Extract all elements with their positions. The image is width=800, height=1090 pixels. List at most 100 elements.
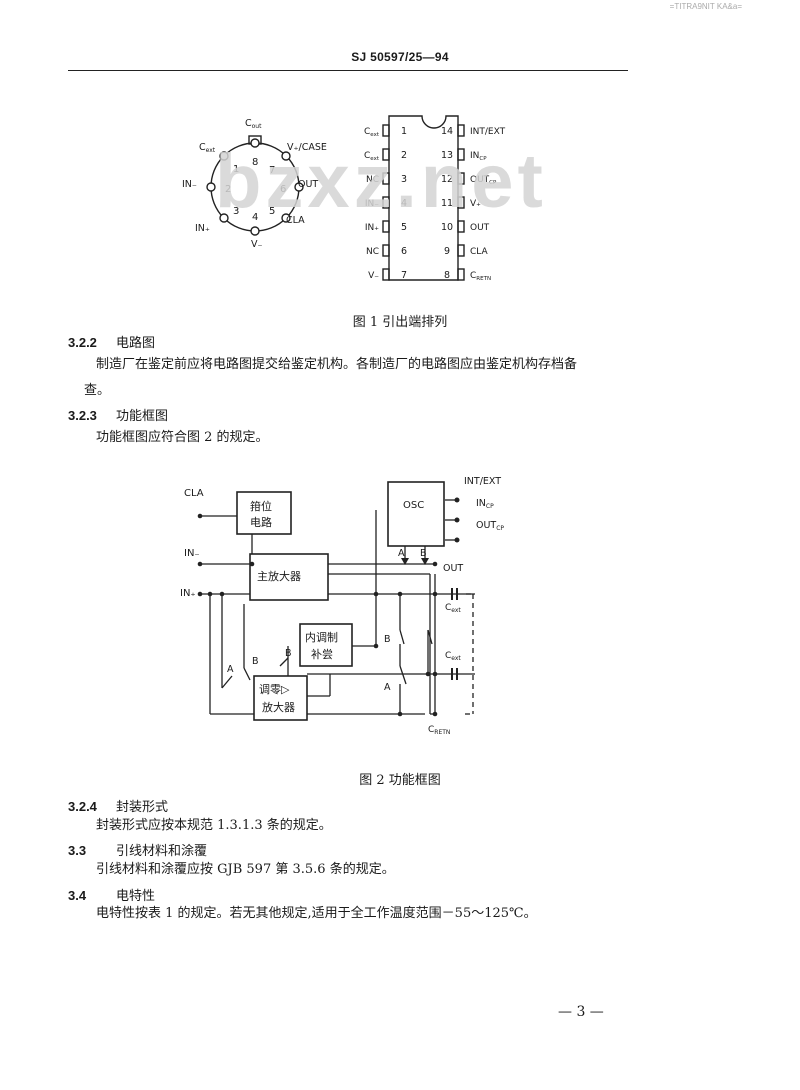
- clamp-label-1: 箝位: [250, 499, 272, 513]
- fig2-cretn-label: CRETN: [428, 725, 450, 736]
- dip-pin-pad-9: [457, 244, 465, 257]
- dip-pin-name-8: CRETN: [470, 271, 491, 282]
- dip-pin-number-13: 13: [441, 150, 453, 161]
- document-number: SJ 50597/25—94: [351, 50, 449, 64]
- dip-pin-number-7: 7: [401, 270, 407, 281]
- fig2-in-minus-label: IN₋: [184, 548, 200, 559]
- dip-pin-number-10: 10: [441, 222, 453, 233]
- fig2-cext-label-1: Cext: [445, 603, 461, 614]
- main-amplifier-block: [249, 553, 329, 601]
- switch-a-left: A: [227, 664, 234, 675]
- dip-pin-name-10: OUT: [470, 223, 490, 233]
- dip-pin-pad-11: [457, 196, 465, 209]
- fig2-capacitor-plates: [451, 588, 458, 680]
- switch-b-right: B: [384, 634, 391, 645]
- round-pin-2: 2: [225, 184, 231, 195]
- dip-pin-name-5: IN₊: [365, 223, 379, 233]
- dip-pin-number-12: 12: [441, 174, 453, 185]
- dip-pin-name-14: INT/EXT: [470, 127, 506, 137]
- section-3-2-2-body-line2: 查。: [84, 383, 111, 398]
- dip-pin-pad-10: [457, 220, 465, 233]
- switch-b-left: B: [252, 656, 259, 667]
- dip-pin-pad-6: [382, 244, 390, 257]
- dip-pin-pad-7: [382, 268, 390, 281]
- round-label-in-minus: IN₋: [182, 179, 197, 190]
- dip-pin-pad-5: [382, 220, 390, 233]
- fig2-intext-label: INT/EXT: [464, 476, 501, 487]
- fig2-cext-label-2: Cext: [445, 651, 461, 662]
- section-3-4-body: 电特性按表 1 的规定。若无其他规定,适用于全工作温度范围－55～125℃。: [96, 906, 537, 921]
- dip-pin-number-8: 8: [444, 270, 450, 281]
- osc-block: [387, 481, 445, 547]
- dip-pin-number-3: 3: [401, 174, 407, 185]
- round-pin-8: 8: [252, 157, 258, 168]
- dip-body: [388, 115, 459, 281]
- dip-pin-pad-3: [382, 172, 390, 185]
- dip-pin-number-2: 2: [401, 150, 407, 161]
- dip-pin-pad-12: [457, 172, 465, 185]
- null-amplifier-block: [253, 675, 308, 721]
- round-label-vcase: V₊/CASE: [287, 142, 327, 153]
- round-label-cla: CLA: [286, 215, 305, 226]
- header-rule: [68, 70, 628, 71]
- null-amp-label-1: 调零▷: [259, 683, 290, 696]
- fig1-round-package: 8 7 6 5 4 3 2 1 Cout Cext V₊/CASE IN₋ OU…: [182, 118, 327, 250]
- round-label-cout: Cout: [245, 118, 262, 130]
- dip-pin-name-13: INCP: [470, 151, 487, 162]
- dip-pin-name-11: V₊: [470, 199, 481, 209]
- round-package-pins: [206, 138, 304, 236]
- round-label-in-plus: IN₊: [195, 223, 210, 234]
- dip-pin-number-5: 5: [401, 222, 407, 233]
- round-label-v-minus: V₋: [251, 239, 263, 250]
- dip-pin-name-9: CLA: [470, 247, 489, 257]
- dip-pin-number-11: 11: [441, 198, 453, 209]
- round-pin-5: 5: [269, 206, 275, 217]
- fig2-caption: 图 2 功能框图: [359, 773, 441, 788]
- round-pin-1: 1: [233, 164, 239, 175]
- dip-pin-pad-14: [457, 124, 465, 137]
- dip-pin-number-4: 4: [401, 198, 407, 209]
- dip-pin-pad-2: [382, 148, 390, 161]
- switch-b-mid: B: [285, 648, 292, 659]
- dip-pin-number-1: 1: [401, 126, 407, 137]
- dip-pin-pad-1: [382, 124, 390, 137]
- main-amp-label: 主放大器: [257, 569, 301, 583]
- null-amp-label-2: 放大器: [262, 700, 295, 714]
- fig2-nodes: [197, 497, 460, 717]
- osc-label: OSC: [403, 500, 424, 511]
- dip-pin-name-1: Cext: [364, 127, 380, 138]
- dip-pin-pad-4: [382, 196, 390, 209]
- dip-pin-name-7: V₋: [368, 271, 379, 281]
- dip-pin-pad-13: [457, 148, 465, 161]
- fig2-outcp-label: OUTCP: [476, 520, 504, 532]
- internal-modulation-block: [299, 623, 353, 667]
- osc-output-a: A: [398, 548, 405, 559]
- section-3-3-body: 引线材料和涂覆应按 GJB 597 第 3.5.6 条的规定。: [96, 862, 395, 877]
- mod-label-2: 补尝: [311, 648, 333, 661]
- dip-pin-name-6: NC: [366, 247, 379, 257]
- fig2-cla-label: CLA: [184, 488, 204, 499]
- page-number: — 3 —: [558, 1004, 604, 1020]
- stamp-watermark: bzxz.net: [215, 139, 547, 224]
- dip-pin-name-4: IN₋: [365, 199, 379, 209]
- clamp-circuit-block: [236, 491, 292, 535]
- round-label-cext: Cext: [199, 142, 216, 154]
- fig2-dashed-capacitors: [465, 593, 474, 715]
- dip-pin-number-6: 6: [401, 246, 407, 257]
- section-3-2-4-body: 封装形式应按本规范 1.3.1.3 条的规定。: [96, 818, 332, 833]
- fig2-blocks: [236, 481, 445, 721]
- osc-output-b: B: [420, 548, 427, 559]
- fig2-incp-label: INCP: [476, 498, 494, 510]
- dip-pin-number-9: 9: [444, 246, 450, 257]
- round-pin-7: 7: [269, 165, 275, 176]
- dip-pin-name-12: OUTCP: [470, 175, 497, 186]
- round-pin-4: 4: [252, 212, 258, 223]
- round-pin-3: 3: [233, 206, 239, 217]
